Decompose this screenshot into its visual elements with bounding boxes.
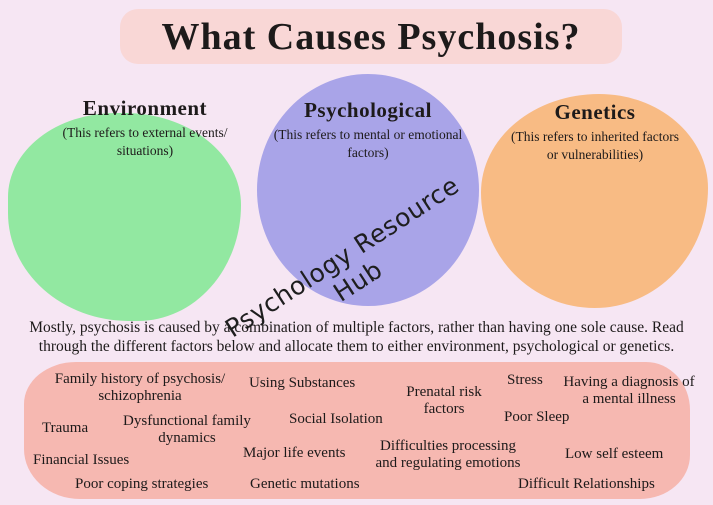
category-genetics: Genetics (This refers to inherited facto… bbox=[484, 100, 706, 164]
factor-difficulties-processing: Difficulties processing and regulating e… bbox=[375, 438, 521, 471]
factor-stress: Stress bbox=[507, 372, 543, 388]
category-psychological-title: Psychological bbox=[304, 98, 432, 122]
factor-poor-sleep: Poor Sleep bbox=[504, 409, 570, 425]
category-environment-title: Environment bbox=[82, 96, 208, 120]
category-psychological: Psychological (This refers to mental or … bbox=[256, 98, 480, 162]
environment-blob bbox=[8, 113, 241, 321]
category-genetics-title: Genetics bbox=[554, 100, 636, 124]
factor-mental-illness-diagnosis: Having a diagnosis of a mental illness bbox=[563, 374, 695, 407]
factor-social-isolation: Social Isolation bbox=[289, 411, 383, 427]
intro-paragraph: Mostly, psychosis is caused by a combina… bbox=[29, 319, 684, 356]
poster-title: What Causes Psychosis? bbox=[161, 15, 581, 58]
category-environment-description: (This refers to external events/ situati… bbox=[62, 125, 228, 159]
category-environment: Environment (This refers to external eve… bbox=[28, 96, 262, 160]
factor-low-self-esteem: Low self esteem bbox=[565, 446, 664, 462]
category-psychological-description: (This refers to mental or emotional fact… bbox=[273, 127, 463, 161]
factor-major-life-events: Major life events bbox=[243, 445, 346, 461]
factor-poor-coping: Poor coping strategies bbox=[75, 476, 209, 492]
genetics-blob bbox=[481, 94, 708, 308]
factors-blob bbox=[24, 362, 690, 499]
factor-difficult-relationships: Difficult Relationships bbox=[518, 476, 655, 492]
psychological-blob bbox=[257, 74, 479, 306]
factor-dysfunctional-family: Dysfunctional family dynamics bbox=[123, 413, 251, 446]
factor-genetic-mutations: Genetic mutations bbox=[250, 476, 360, 492]
factor-financial-issues: Financial Issues bbox=[33, 452, 130, 468]
factor-family-history: Family history of psychosis/ schizophren… bbox=[54, 371, 226, 404]
factor-using-substances: Using Substances bbox=[249, 375, 356, 391]
factor-trauma: Trauma bbox=[42, 420, 89, 436]
title-banner: What Causes Psychosis? bbox=[120, 9, 622, 64]
factor-prenatal-risk: Prenatal risk factors bbox=[406, 384, 482, 417]
category-genetics-description: (This refers to inherited factors or vul… bbox=[511, 129, 679, 163]
